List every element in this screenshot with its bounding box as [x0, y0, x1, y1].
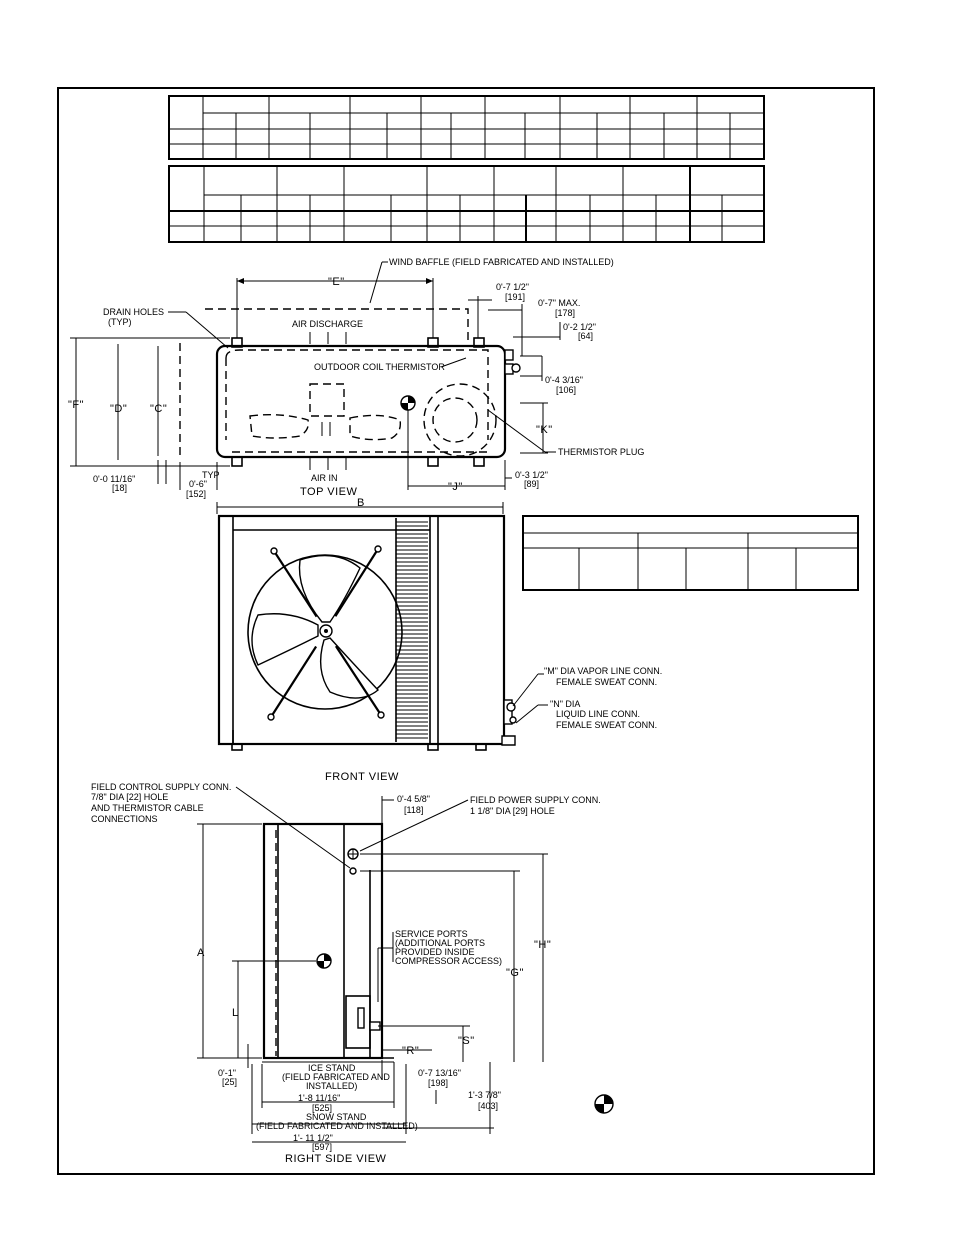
- dim-0-11-16: 0'-0 11/16": [93, 474, 135, 484]
- thermistor-plug-label: THERMISTOR PLUG: [558, 447, 644, 457]
- ice-stand-label-2: (FIELD FABRICATED AND: [282, 1072, 390, 1082]
- dim-7-13-16-mm: [198]: [428, 1078, 448, 1088]
- ice-stand-label-3: INSTALLED): [306, 1081, 357, 1091]
- dim-0-1-mm: [25]: [222, 1077, 237, 1087]
- weight-table: [522, 515, 859, 591]
- typ-label: TYP: [202, 470, 220, 480]
- dim-1-8-11-16: 1'-8 11/16": [298, 1093, 340, 1103]
- dim-1-11-1-2-mm: [597]: [312, 1142, 332, 1152]
- top-view-title: TOP VIEW: [300, 486, 358, 498]
- dim-f: "F": [68, 399, 84, 411]
- snow-stand-label-1: SNOW STAND: [306, 1112, 367, 1122]
- field-control-label-1: FIELD CONTROL SUPPLY CONN.: [91, 782, 231, 792]
- dim-s: "S": [458, 1035, 475, 1047]
- outdoor-coil-thermistor-label: OUTDOOR COIL THERMISTOR: [314, 362, 445, 372]
- dim-h: "H": [534, 939, 551, 951]
- front-view-title: FRONT VIEW: [325, 771, 399, 783]
- ice-stand-label-1: ICE STAND: [308, 1063, 356, 1073]
- right-side-view: FIELD CONTROL SUPPLY CONN. 7/8" DIA [22]…: [91, 782, 614, 1165]
- field-control-label-4: CONNECTIONS: [91, 814, 158, 824]
- drain-holes-label: DRAIN HOLES: [103, 307, 164, 317]
- dim-4-5-8: 0'-4 5/8": [397, 794, 430, 804]
- vapor-line-label-1: "M" DIA VAPOR LINE CONN.: [544, 666, 662, 676]
- dim-1-11-1-2: 1'- 11 1/2": [293, 1133, 333, 1143]
- drain-typ-label: (TYP): [108, 317, 132, 327]
- dim-r: "R": [402, 1045, 419, 1057]
- dim-j: "J": [448, 481, 463, 493]
- dimension-table-1: [168, 95, 765, 160]
- center-of-gravity-icon: [594, 1094, 614, 1114]
- service-ports-label-3: PROVIDED INSIDE: [395, 947, 475, 957]
- dim-1-8-11-16-mm: [525]: [312, 1103, 332, 1113]
- dim-d: "D": [110, 403, 127, 415]
- top-view: "E" WIND BAFFLE (FIELD FABRICATED AND IN…: [68, 257, 644, 499]
- dim-c: "C": [150, 403, 167, 415]
- dim-7-max-mm: [178]: [555, 308, 575, 318]
- service-ports-label-1: SERVICE PORTS: [395, 929, 468, 939]
- dim-4-3-16-mm: [106]: [556, 385, 576, 395]
- right-side-view-title: RIGHT SIDE VIEW: [285, 1153, 387, 1165]
- dim-k: "K": [536, 424, 553, 436]
- liquid-line-label-1: "N" DIA: [550, 699, 580, 709]
- dim-2-1-2-mm: [64]: [578, 331, 593, 341]
- dim-e: "E": [328, 276, 345, 288]
- liquid-line-label-2: LIQUID LINE CONN.: [556, 709, 640, 719]
- liquid-line-label-3: FEMALE SWEAT CONN.: [556, 720, 657, 730]
- dim-3-1-2: 0'-3 1/2": [515, 470, 548, 480]
- dim-1-3-7-8: 1'-3 7/8": [468, 1090, 501, 1100]
- dim-2-1-2: 0'-2 1/2": [563, 322, 596, 332]
- field-power-label-2: 1 1/8" DIA [29] HOLE: [470, 806, 555, 816]
- air-in-label: AIR IN: [311, 473, 338, 483]
- service-ports-label-4: COMPRESSOR ACCESS): [395, 956, 502, 966]
- dim-7-max: 0'-7" MAX.: [538, 298, 580, 308]
- dim-0-11-16-mm: [18]: [112, 483, 127, 493]
- dim-7-13-16: 0'-7 13/16": [418, 1068, 461, 1078]
- dim-0-1: 0'-1": [218, 1068, 236, 1078]
- vapor-line-label-2: FEMALE SWEAT CONN.: [556, 677, 657, 687]
- field-power-label-1: FIELD POWER SUPPLY CONN.: [470, 795, 601, 805]
- field-control-label-3: AND THERMISTOR CABLE: [91, 803, 204, 813]
- dimension-table-2: [168, 165, 765, 243]
- wind-baffle-label: WIND BAFFLE (FIELD FABRICATED AND INSTAL…: [389, 257, 614, 267]
- dim-1-3-7-8-mm: [403]: [478, 1101, 498, 1111]
- dim-l: L: [232, 1007, 239, 1019]
- field-control-label-2: 7/8" DIA [22] HOLE: [91, 792, 168, 802]
- dim-g: "G": [506, 967, 524, 979]
- dim-b: B: [357, 497, 365, 509]
- dim-7-1-2: 0'-7 1/2": [496, 282, 529, 292]
- dim-4-5-8-mm: [118]: [404, 805, 423, 815]
- drawing-frame: [57, 87, 875, 1175]
- dim-0-6: 0'-6": [189, 479, 207, 489]
- air-discharge-label: AIR DISCHARGE: [292, 319, 363, 329]
- dim-7-1-2-mm: [191]: [505, 292, 525, 302]
- dim-0-6-mm: [152]: [186, 489, 206, 499]
- dim-a: A: [197, 947, 205, 959]
- dim-4-3-16: 0'-4 3/16": [545, 375, 583, 385]
- front-view: B "M" DIA VAPOR LINE CONN. FEMAL: [216, 497, 662, 783]
- snow-stand-label-2: (FIELD FABRICATED AND INSTALLED): [256, 1121, 418, 1131]
- service-ports-label-2: (ADDITIONAL PORTS: [395, 938, 485, 948]
- dim-3-1-2-mm: [89]: [524, 479, 539, 489]
